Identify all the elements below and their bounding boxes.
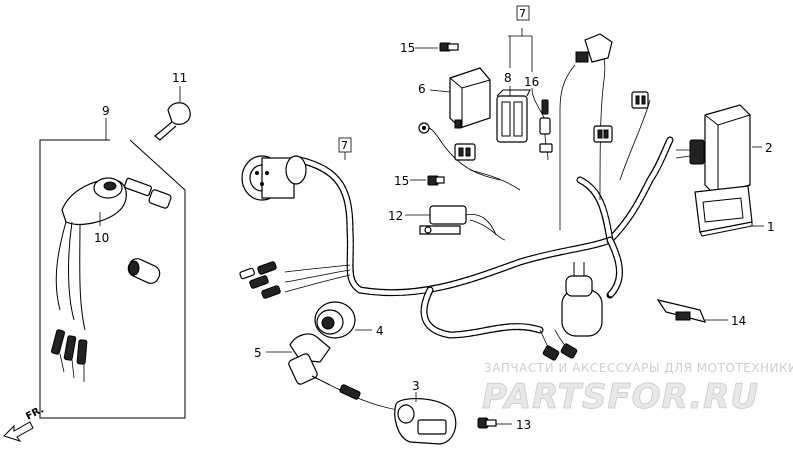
cdi-unit[interactable] (675, 104, 751, 196)
fuse-16[interactable] (539, 99, 553, 161)
label-part-13: 13 (516, 418, 531, 432)
connector-top-right-b[interactable] (631, 91, 649, 109)
bullet-connectors-left[interactable] (239, 261, 281, 299)
label-part-7-top: 7 (519, 7, 526, 20)
front-direction-arrow: FR. (3, 404, 46, 442)
ignition-switch[interactable] (55, 177, 127, 331)
label-part-3: 3 (412, 379, 420, 393)
label-part-6: 6 (418, 82, 426, 96)
condenser[interactable] (561, 262, 603, 337)
connector-mid-b[interactable] (593, 125, 613, 143)
bolt-15-top[interactable] (439, 42, 459, 52)
label-part-8: 8 (504, 71, 512, 85)
bolt-15-mid[interactable] (427, 175, 445, 186)
label-part-1: 1 (767, 220, 775, 234)
watermark-brand: PARTSFOR.RU (482, 377, 759, 417)
grommet[interactable] (314, 301, 356, 339)
label-part-5: 5 (254, 346, 262, 360)
regulator-rectifier[interactable] (694, 185, 753, 237)
connector-top-right-a[interactable] (575, 33, 613, 63)
resistor-12[interactable] (419, 205, 497, 236)
label-part-14: 14 (731, 314, 746, 328)
ignition-key-inserted[interactable] (124, 177, 172, 209)
label-box-7-mid (338, 137, 352, 153)
label-box-7-top (516, 5, 530, 21)
bolt-13[interactable] (477, 417, 497, 429)
bracket-14[interactable] (656, 299, 707, 323)
label-part-2: 2 (765, 141, 773, 155)
label-part-4: 4 (376, 324, 384, 338)
label-part-7-mid: 7 (341, 139, 348, 152)
lock-cylinder[interactable] (126, 256, 163, 286)
ground-terminal[interactable] (418, 122, 430, 134)
label-part-12: 12 (388, 209, 403, 223)
spark-plug-cap[interactable] (288, 333, 331, 386)
ignition-switch-assembly-box (39, 139, 186, 419)
watermark-tagline: ЗАПЧАСТИ И АКСЕССУАРЫ ДЛЯ МОТОТЕХНИКИ (484, 361, 793, 375)
main-connector[interactable] (241, 155, 307, 201)
label-part-16: 16 (524, 75, 539, 89)
front-direction-label: FR. (24, 404, 46, 422)
fuse-holder[interactable] (496, 89, 531, 143)
leader-lines (99, 28, 764, 425)
label-part-15-mid: 15 (394, 174, 409, 188)
connector-mid-a[interactable] (454, 143, 476, 161)
label-part-10: 10 (94, 231, 109, 245)
label-part-11: 11 (172, 71, 187, 85)
relay-6[interactable] (449, 67, 491, 129)
switch-wire-terminals[interactable] (50, 329, 88, 382)
ignition-coil[interactable] (329, 384, 457, 445)
label-part-15-top: 15 (400, 41, 415, 55)
label-part-9: 9 (102, 104, 110, 118)
key[interactable] (154, 102, 191, 141)
connectors-bottom[interactable] (542, 343, 578, 361)
